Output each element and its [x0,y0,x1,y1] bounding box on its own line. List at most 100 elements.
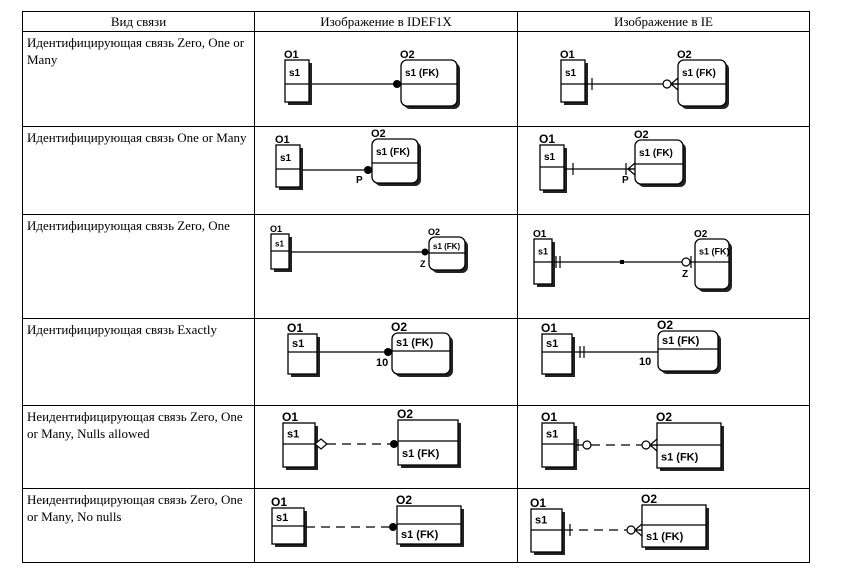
cardinality-annotation: P [356,175,363,186]
child-entity-name: O2 [397,407,413,421]
zero-circle-icon [662,79,672,89]
filled-dot-icon [384,348,392,356]
parent-entity-name: O1 [530,496,546,510]
child-entity-name: O2 [400,49,415,61]
child-entity-box [396,505,462,545]
cardinality-annotation: Z [682,269,688,280]
child-entity-box [694,238,730,290]
parent-entity: O1 s1 [560,49,588,105]
header-row: Вид связи Изображение в IDEF1X Изображен… [22,11,810,32]
relationship-notation-table: Вид связи Изображение в IDEF1X Изображен… [22,11,810,563]
parent-attribute: s1 [535,515,547,527]
parent-attribute: s1 [289,68,301,79]
parent-entity-name: O1 [287,321,303,335]
parent-attribute: s1 [565,68,577,79]
parent-attribute: s1 [292,338,304,350]
parent-entity-name: O1 [282,410,298,424]
child-entity: O2 s1 (FK) [397,407,461,468]
parent-attribute: s1 [546,338,558,350]
child-attribute: s1 (FK) [402,448,440,460]
child-entity-name: O2 [371,128,386,140]
cardinality-annotation: 10 [639,356,651,368]
relationship-type-label: Идентифицирующая связь Exactly [27,322,217,337]
child-entity-box [391,332,451,375]
parent-entity-box [282,422,316,468]
child-attribute: s1 (FK) [661,452,699,464]
child-entity: O2 s1 (FK) [371,128,421,186]
relationship-type-label: Неидентифицирующая связь Zero, One or Ma… [27,409,243,441]
filled-dot-icon [393,80,401,88]
parent-entity-name: O1 [270,224,282,234]
child-entity-name: O2 [396,493,412,507]
parent-entity-name: O1 [560,49,575,61]
relationship-type-label: Неидентифицирующая связь Zero, One or Ma… [27,492,243,524]
child-entity-name: O2 [634,129,649,141]
filled-dot-icon [421,248,429,256]
filled-dot-icon [389,523,397,531]
parent-entity-box [541,333,573,375]
child-entity-box [634,139,684,185]
relationship-type-label: Идентифицирующая связь Zero, One [27,218,230,233]
parent-entity-box [275,144,301,188]
child-entity-name: O2 [694,229,708,240]
child-entity-name: O2 [428,227,440,237]
filled-dot-icon [364,166,372,174]
child-entity-box [371,138,419,184]
parent-entity-name: O1 [539,132,555,146]
zero-circle-icon [626,525,636,535]
parent-entity-name: O1 [533,229,547,240]
table-row: Неидентифицирующая связь Zero, One or Ma… [22,405,810,489]
zero-circle-icon [641,440,651,450]
table-row: Неидентифицирующая связь Zero, One or Ma… [22,488,810,563]
cardinality-annotation: Z [420,259,426,269]
header-ie: Изображение в IE [517,11,810,32]
midpoint-marker [620,260,624,264]
crows-foot-icon [670,77,679,91]
child-entity-name: O2 [656,410,672,424]
parent-entity-box [284,59,310,103]
parent-attribute: s1 [546,429,558,441]
parent-entity-name: O1 [271,495,287,509]
child-entity-box [641,504,707,548]
child-attribute: s1 (FK) [682,68,716,79]
child-attribute: s1 (FK) [376,147,410,158]
parent-entity-name: O1 [284,49,299,61]
child-entity-name: O2 [391,320,407,334]
parent-attribute: s1 [275,240,284,249]
filled-dot-icon [390,440,398,448]
parent-attribute: s1 [538,247,548,257]
child-attribute: s1 (FK) [662,335,700,347]
parent-entity-box [287,333,318,375]
parent-entity: O1 s1 [284,49,312,105]
parent-attribute: s1 [287,429,299,441]
parent-entity-box [541,422,575,468]
